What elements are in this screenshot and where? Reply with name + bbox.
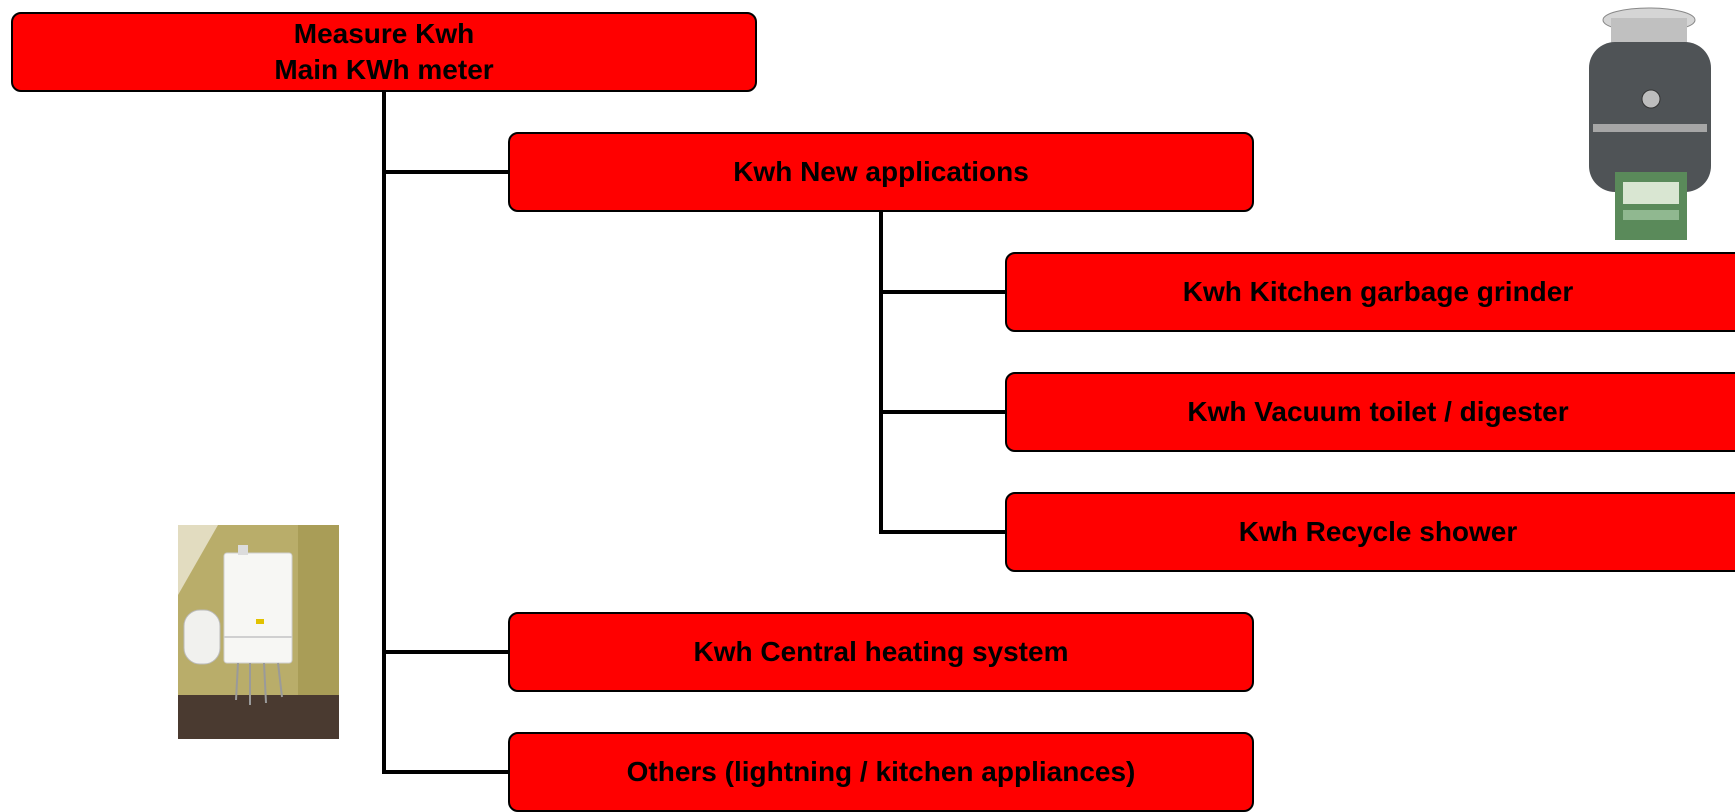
node-central-heating: Kwh Central heating system	[508, 612, 1254, 692]
node-root-line1: Measure Kwh	[293, 18, 475, 49]
boiler-photo	[178, 525, 339, 739]
node-root-line2: Main KWh meter	[274, 54, 494, 85]
node-central-heating-label: Kwh Central heating system	[693, 636, 1069, 667]
node-kitchen-grinder-label: Kwh Kitchen garbage grinder	[1182, 276, 1574, 307]
node-recycle-shower-label: Kwh Recycle shower	[1238, 516, 1518, 547]
node-vacuum-toilet: Kwh Vacuum toilet / digester	[1005, 372, 1735, 452]
garbage-grinder-photo	[1571, 4, 1721, 244]
node-kitchen-grinder: Kwh Kitchen garbage grinder	[1005, 252, 1735, 332]
node-new-applications: Kwh New applications	[508, 132, 1254, 212]
node-recycle-shower: Kwh Recycle shower	[1005, 492, 1735, 572]
node-vacuum-toilet-label: Kwh Vacuum toilet / digester	[1187, 396, 1569, 427]
node-others: Others (lightning / kitchen appliances)	[508, 732, 1254, 812]
node-measure-kwh: Measure Kwh Main KWh meter	[11, 12, 757, 92]
node-new-applications-label: Kwh New applications	[733, 156, 1029, 187]
node-others-label: Others (lightning / kitchen appliances)	[626, 756, 1136, 787]
